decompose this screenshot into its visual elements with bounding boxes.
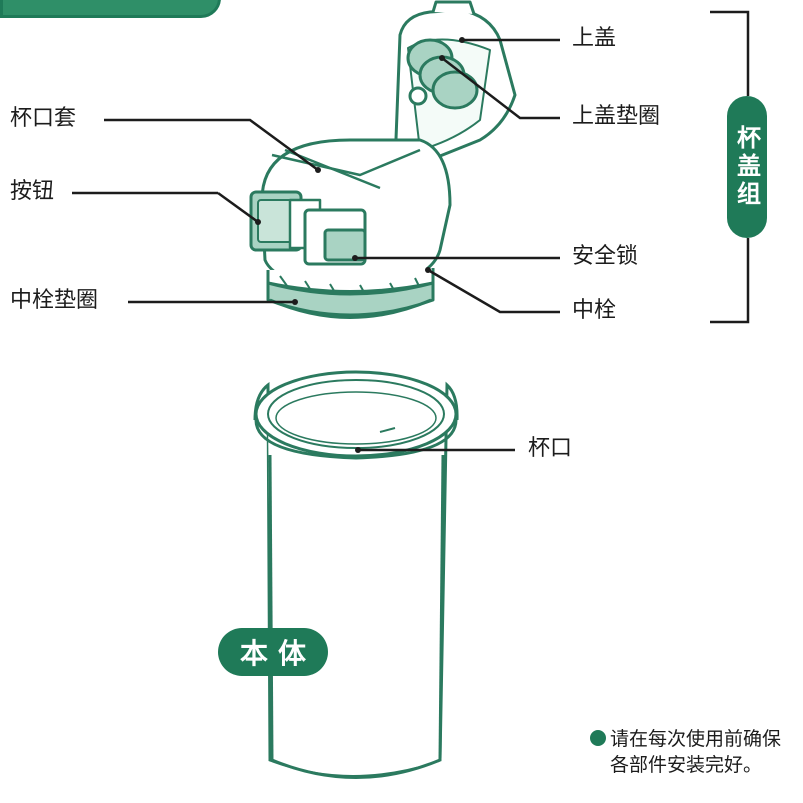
cup-body bbox=[253, 370, 459, 779]
label-button: 按钮 bbox=[10, 179, 55, 204]
group-bracket bbox=[710, 10, 750, 324]
leader-lines bbox=[72, 37, 560, 453]
label-safety-lock: 安全锁 bbox=[572, 244, 639, 269]
lid-assembly bbox=[249, 0, 517, 319]
body-badge: 本体 bbox=[218, 628, 328, 676]
label-plug-gasket: 中栓垫圈 bbox=[10, 288, 99, 313]
label-top-lid-gasket: 上盖垫圈 bbox=[572, 104, 661, 129]
plug-gasket bbox=[266, 281, 435, 319]
label-cup-mouth: 杯口 bbox=[528, 436, 573, 461]
lid-group-badge: 杯盖组 bbox=[727, 96, 767, 238]
note-line-2: 各部件安装完好。 bbox=[610, 754, 763, 776]
bullet-icon bbox=[590, 730, 606, 746]
usage-note: 请在每次使用前确保 各部件安装完好。 bbox=[590, 726, 781, 778]
leader-top-lid-gasket bbox=[441, 57, 560, 120]
note-line-1: 请在每次使用前确保 bbox=[610, 728, 782, 750]
label-cup-mouth-cover: 杯口套 bbox=[10, 106, 77, 131]
leader-center-plug bbox=[427, 268, 560, 314]
leader-cup-mouth-cover bbox=[104, 118, 319, 172]
label-center-plug: 中栓 bbox=[572, 298, 617, 323]
label-top-lid: 上盖 bbox=[572, 26, 617, 51]
top-lid-gasket bbox=[406, 38, 479, 110]
safety-lock-part bbox=[303, 208, 367, 266]
